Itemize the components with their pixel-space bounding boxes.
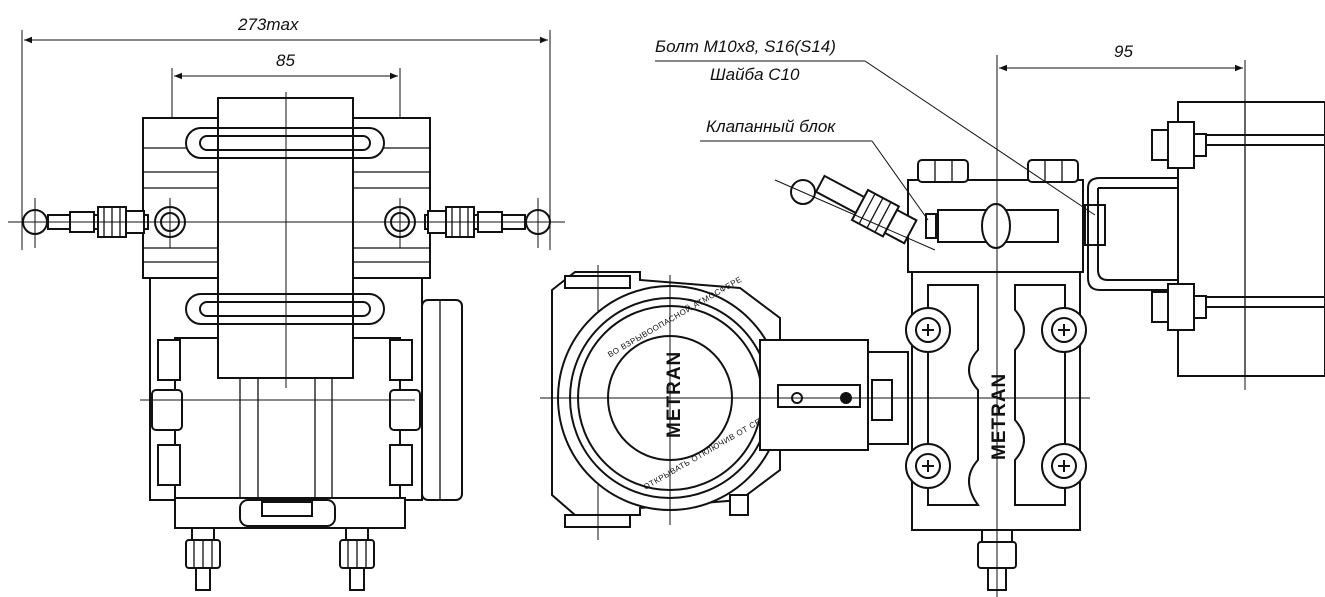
mounting-bracket (1087, 60, 1325, 390)
sensor-body-front (142, 97, 463, 529)
body-bolt-bottom-right (1041, 443, 1087, 489)
sensor-body-side: METRAN (905, 55, 1106, 597)
callout-bolt-label: Болт М10х8, S16(S14) (655, 37, 836, 56)
callout-valve-block: Клапанный блок (700, 117, 929, 221)
body-bolt-top-left (905, 307, 951, 353)
cover-brand-label: METRAN (664, 351, 685, 438)
callout-washer-label: Шайба С10 (710, 65, 800, 84)
dim-flange-spacing-label: 85 (276, 51, 295, 70)
drain-plug-left (185, 527, 221, 591)
right-view: ВО ВЗРЫВООПАСНОЙ АТМОСФЕРЕ ОТКРЫВАТЬ ОТК… (540, 37, 1325, 597)
impulse-line-left (22, 206, 149, 238)
drain-plug-right (339, 527, 375, 591)
dim-overall-width: 273max (21, 15, 551, 250)
left-view: 273max 85 (8, 15, 565, 591)
left-view-axes (8, 92, 565, 401)
body-bolt-top-right (1041, 307, 1087, 353)
callout-valve-block-label: Клапанный блок (706, 117, 836, 136)
dim-offset-label: 95 (1114, 42, 1133, 61)
valve-block (774, 174, 937, 251)
dim-offset: 95 (999, 42, 1243, 72)
electronics-housing: ВО ВЗРЫВООПАСНОЙ АТМОСФЕРЕ ОТКРЫВАТЬ ОТК… (540, 265, 920, 540)
callout-bolt: Болт М10х8, S16(S14) Шайба С10 (655, 37, 1096, 216)
dim-overall-width-label: 273max (237, 15, 299, 34)
body-bolt-bottom-left (905, 443, 951, 489)
body-brand-label: METRAN (989, 373, 1010, 460)
